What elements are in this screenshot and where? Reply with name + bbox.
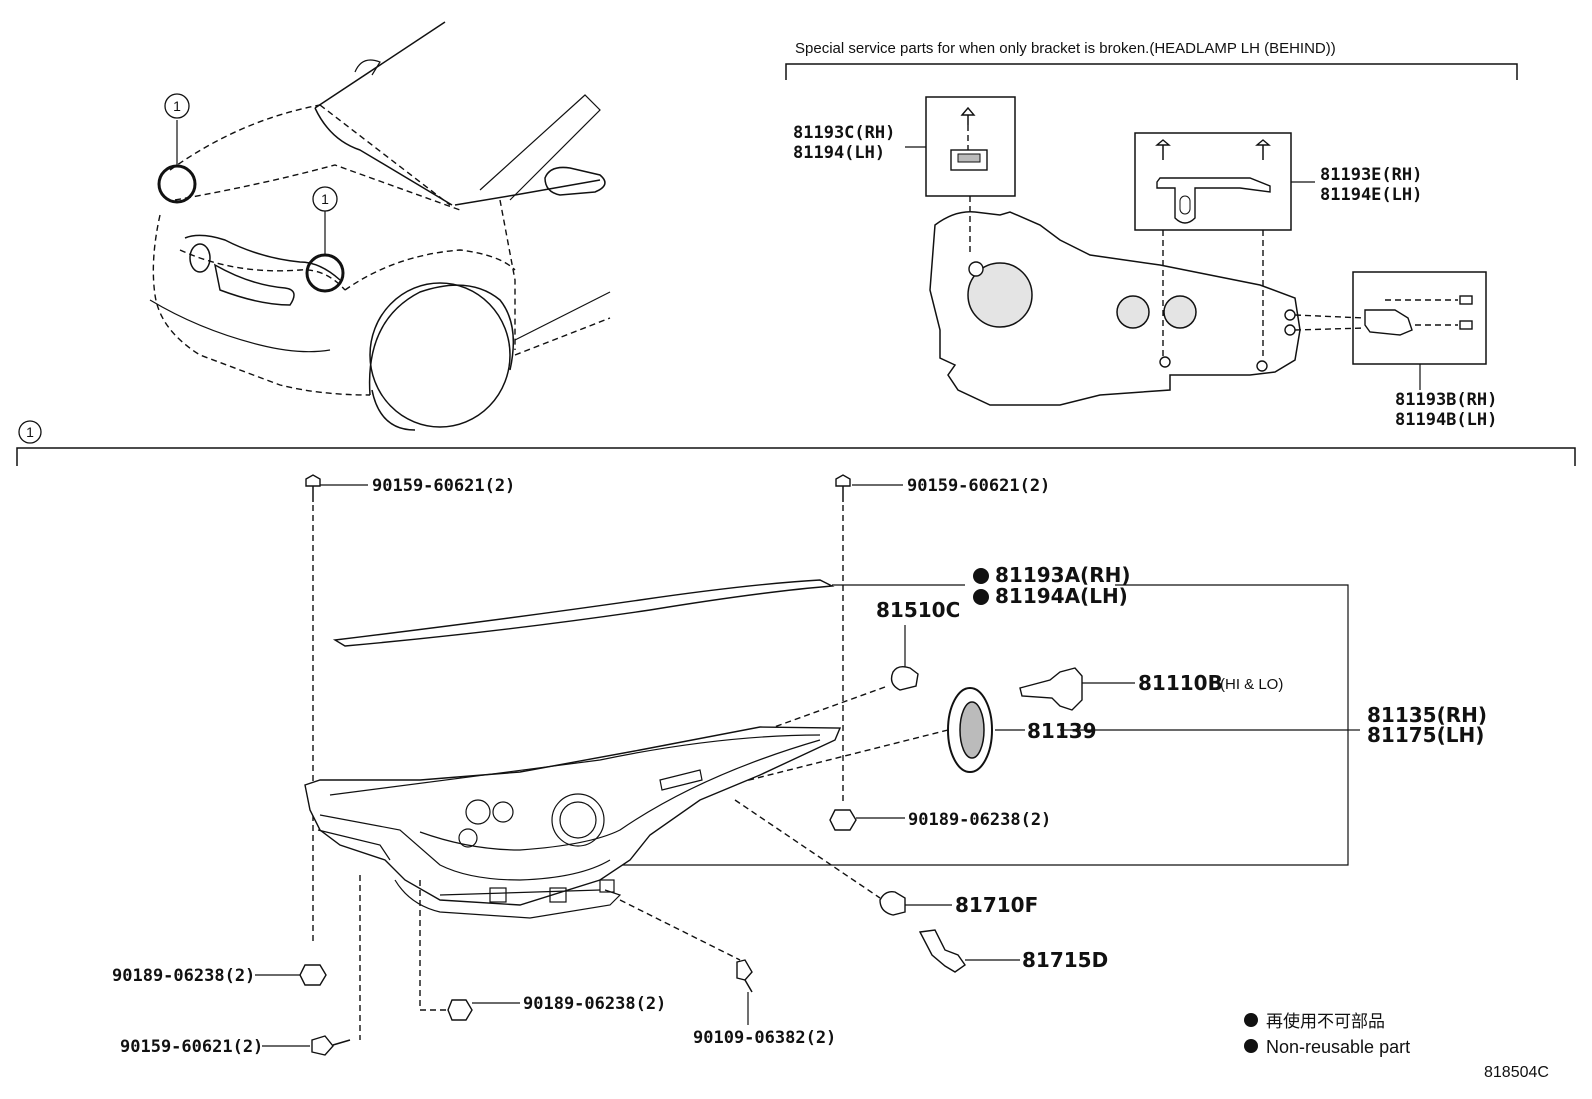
- vehicle-front-sketch: 1 1: [149, 21, 611, 431]
- label-81510C: 81510C: [876, 598, 960, 622]
- label-90189-06238-middle: 90189-06238(2): [523, 994, 666, 1014]
- bracket-section: Special service parts for when only brac…: [785, 40, 1518, 430]
- special-service-note: Special service parts for when only brac…: [795, 40, 1336, 57]
- legend-jp: 再使用不可部品: [1266, 1011, 1385, 1031]
- diagram-id: 818504C: [1484, 1064, 1549, 1081]
- label-81110B: 81110B: [1138, 671, 1223, 695]
- label-90159-60621-top-right: 90159-60621(2): [907, 476, 1050, 496]
- callout-ref-1a: 1: [173, 98, 181, 114]
- headlamp-location-rh: [157, 164, 197, 204]
- callout-ref-1b: 1: [321, 191, 329, 207]
- label-90109-06382: 90109-06382(2): [693, 1028, 836, 1048]
- label-90159-60621-bottom: 90159-60621(2): [120, 1037, 263, 1057]
- label-81193C-RH: 81193C(RH): [793, 123, 895, 143]
- label-81715D: 81715D: [1022, 948, 1108, 972]
- label-81193A-RH: 81193A(RH): [995, 563, 1130, 587]
- label-81193E-RH: 81193E(RH): [1320, 165, 1422, 185]
- legend-en: Non-reusable part: [1266, 1037, 1410, 1057]
- label-81710F: 81710F: [955, 893, 1038, 917]
- label-81194-LH: 81194(LH): [793, 143, 885, 163]
- label-90189-06238-left: 90189-06238(2): [112, 966, 255, 986]
- section-ref-1: 1: [26, 424, 34, 440]
- label-81193B-RH: 81193B(RH): [1395, 390, 1497, 410]
- legend: 再使用不可部品 Non-reusable part: [1244, 1011, 1410, 1057]
- label-81194E-LH: 81194E(LH): [1320, 185, 1422, 205]
- label-90189-06238-right: 90189-06238(2): [908, 810, 1051, 830]
- label-81139: 81139: [1027, 719, 1097, 743]
- headlamp-assembly-diagram: 90159-60621(2) 90159-60621(2) 81193A(RH)…: [112, 474, 1487, 1057]
- label-81135-RH: 81135(RH): [1367, 703, 1487, 727]
- label-81175-LH: 81175(LH): [1367, 723, 1484, 747]
- label-90159-60621-top-left: 90159-60621(2): [372, 476, 515, 496]
- label-81110B-note: (HI & LO): [1220, 676, 1283, 693]
- label-81194B-LH: 81194B(LH): [1395, 410, 1497, 430]
- label-81194A-LH: 81194A(LH): [995, 584, 1128, 608]
- headlamp-location-lh: [305, 253, 345, 293]
